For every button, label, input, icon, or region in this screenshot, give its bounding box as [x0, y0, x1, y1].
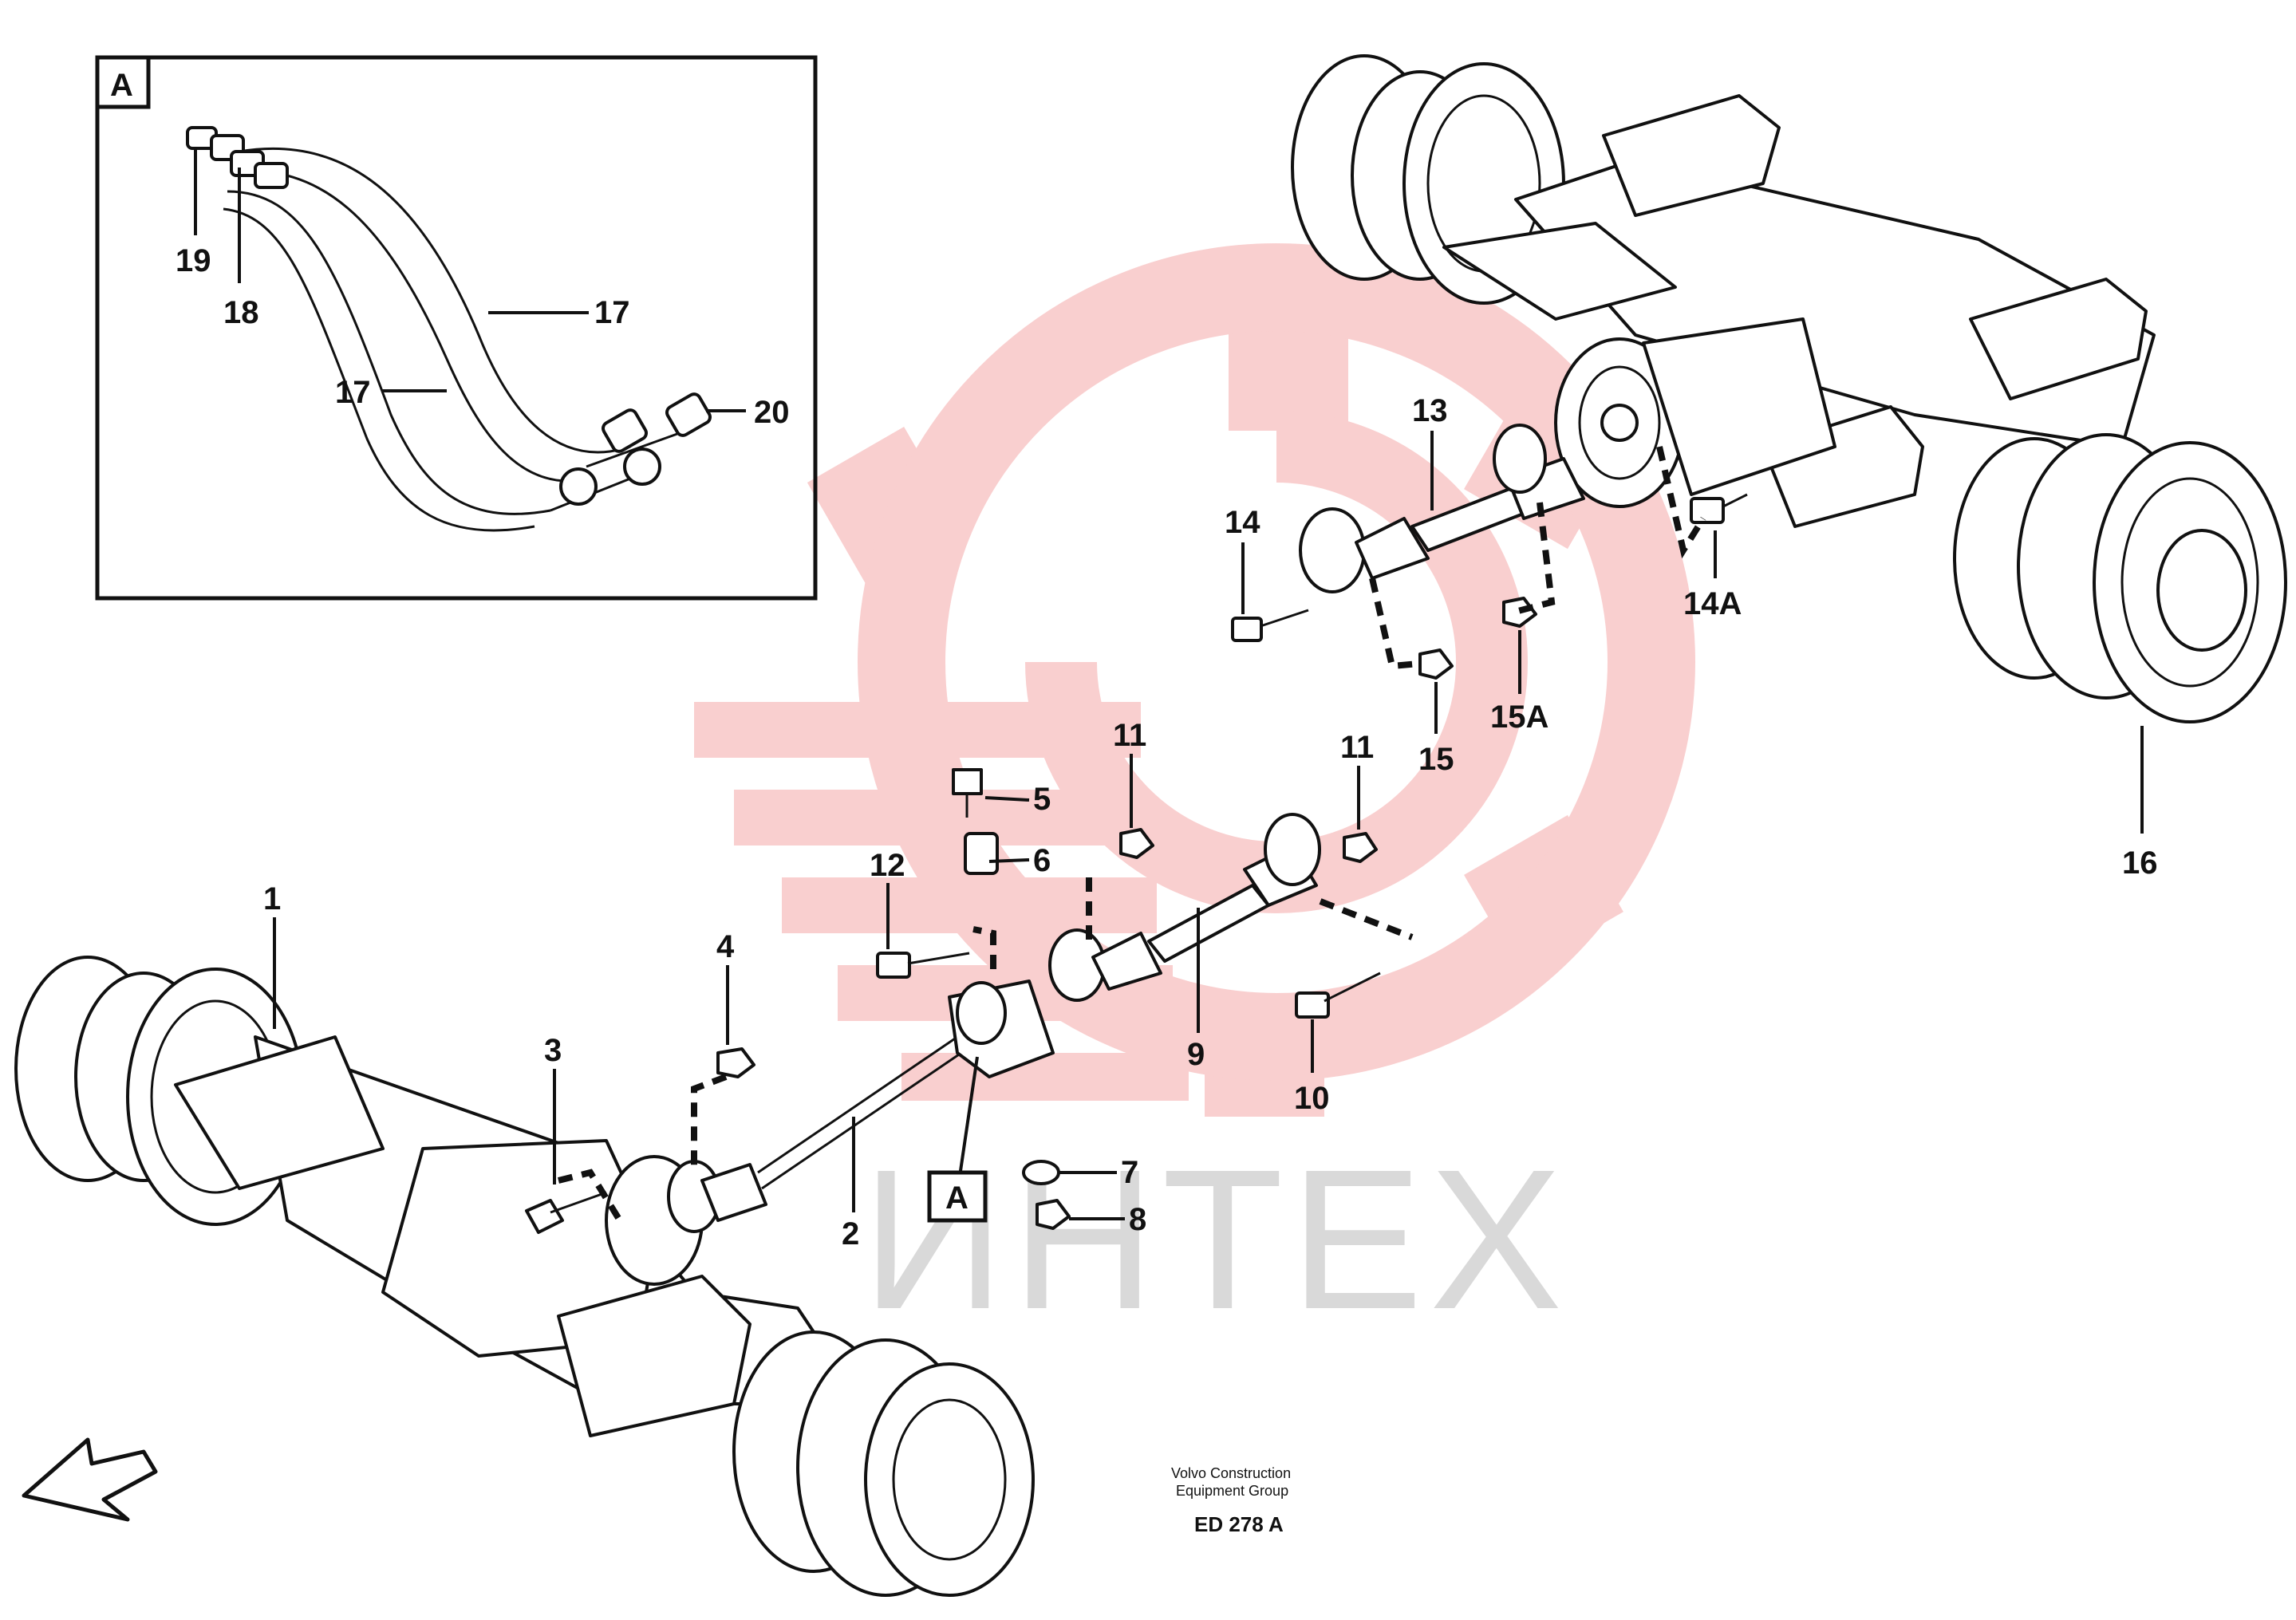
- inset-detail-a: A 19 18 17 17 20: [95, 55, 818, 601]
- drawing-caption: Volvo Construction Equipment Group ED 27…: [1171, 1465, 1291, 1536]
- inset-tag: A: [110, 68, 133, 103]
- callout-11-left: 11: [1113, 718, 1146, 753]
- caption-company-line2: Equipment Group: [1176, 1483, 1288, 1499]
- callout-17-upper: 17: [594, 295, 630, 330]
- hose-pipes: [223, 147, 687, 532]
- callout-1: 1: [263, 881, 281, 916]
- caption-code: ED 278 A: [1194, 1512, 1284, 1536]
- callout-5: 5: [1033, 782, 1051, 817]
- callout-20: 20: [754, 395, 790, 430]
- callout-15a: 15A: [1490, 700, 1548, 735]
- leader-lines: [273, 431, 2144, 1220]
- callout-14a: 14A: [1683, 586, 1742, 621]
- detail-a-tag: A: [927, 1170, 988, 1223]
- fasteners: [525, 493, 1748, 1234]
- callout-labels: 1 2 3 4 5 6 7 8 9 10 11 11 12 13 14 14A …: [263, 393, 2158, 1251]
- callout-18: 18: [223, 295, 259, 330]
- callout-19: 19: [176, 243, 211, 278]
- callout-4: 4: [716, 929, 735, 964]
- callout-8: 8: [1129, 1202, 1146, 1237]
- rear-propeller-shaft: [1299, 424, 1585, 593]
- callout-6: 6: [1033, 843, 1051, 878]
- callout-3: 3: [544, 1033, 562, 1068]
- front-axle-assembly: [14, 956, 1035, 1597]
- assembly-dash-lines: [558, 446, 1706, 1227]
- callout-9: 9: [1187, 1037, 1205, 1072]
- direction-arrow-icon: [22, 1437, 158, 1522]
- callout-2: 2: [842, 1216, 859, 1251]
- rear-axle-assembly: [1291, 54, 2287, 723]
- watermark-text: ИНТЕХ: [862, 1128, 1568, 1350]
- callout-17-lower: 17: [335, 375, 371, 410]
- callout-15: 15: [1418, 742, 1454, 777]
- callout-7: 7: [1121, 1155, 1138, 1190]
- callout-10: 10: [1294, 1081, 1330, 1116]
- front-propeller-shaft: [667, 813, 1321, 1233]
- detail-a-tag-text: A: [945, 1181, 969, 1216]
- callout-13: 13: [1412, 393, 1448, 428]
- caption-company-line1: Volvo Construction: [1171, 1465, 1291, 1481]
- callout-16: 16: [2122, 845, 2158, 881]
- callout-14: 14: [1225, 505, 1260, 540]
- callout-11-right: 11: [1340, 730, 1374, 765]
- hose-fittings: [186, 126, 712, 506]
- callout-12: 12: [870, 848, 905, 883]
